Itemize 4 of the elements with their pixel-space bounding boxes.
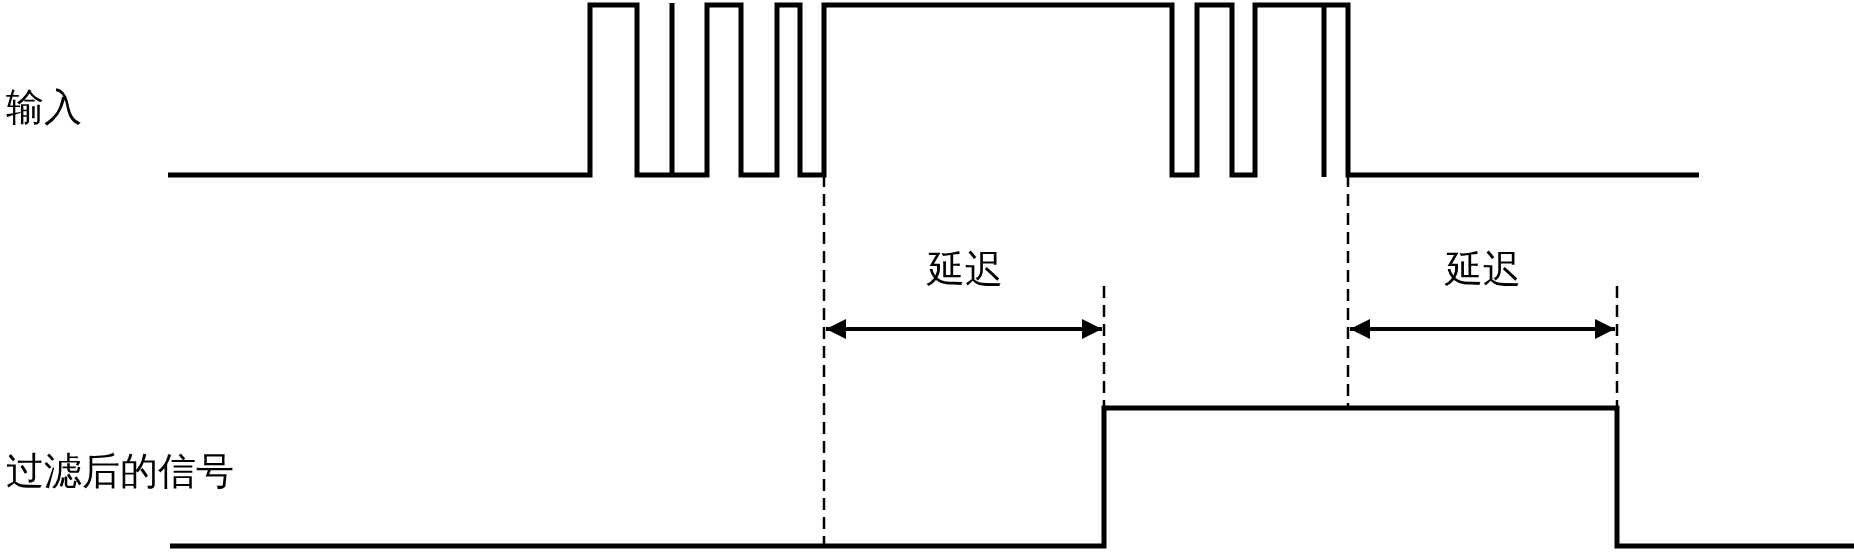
delay-label: 延迟 [927,250,1003,288]
signal-label: 输入 [6,88,82,126]
signal-label: 过滤后的信号 [6,452,234,490]
delay-label: 延迟 [1445,250,1521,288]
